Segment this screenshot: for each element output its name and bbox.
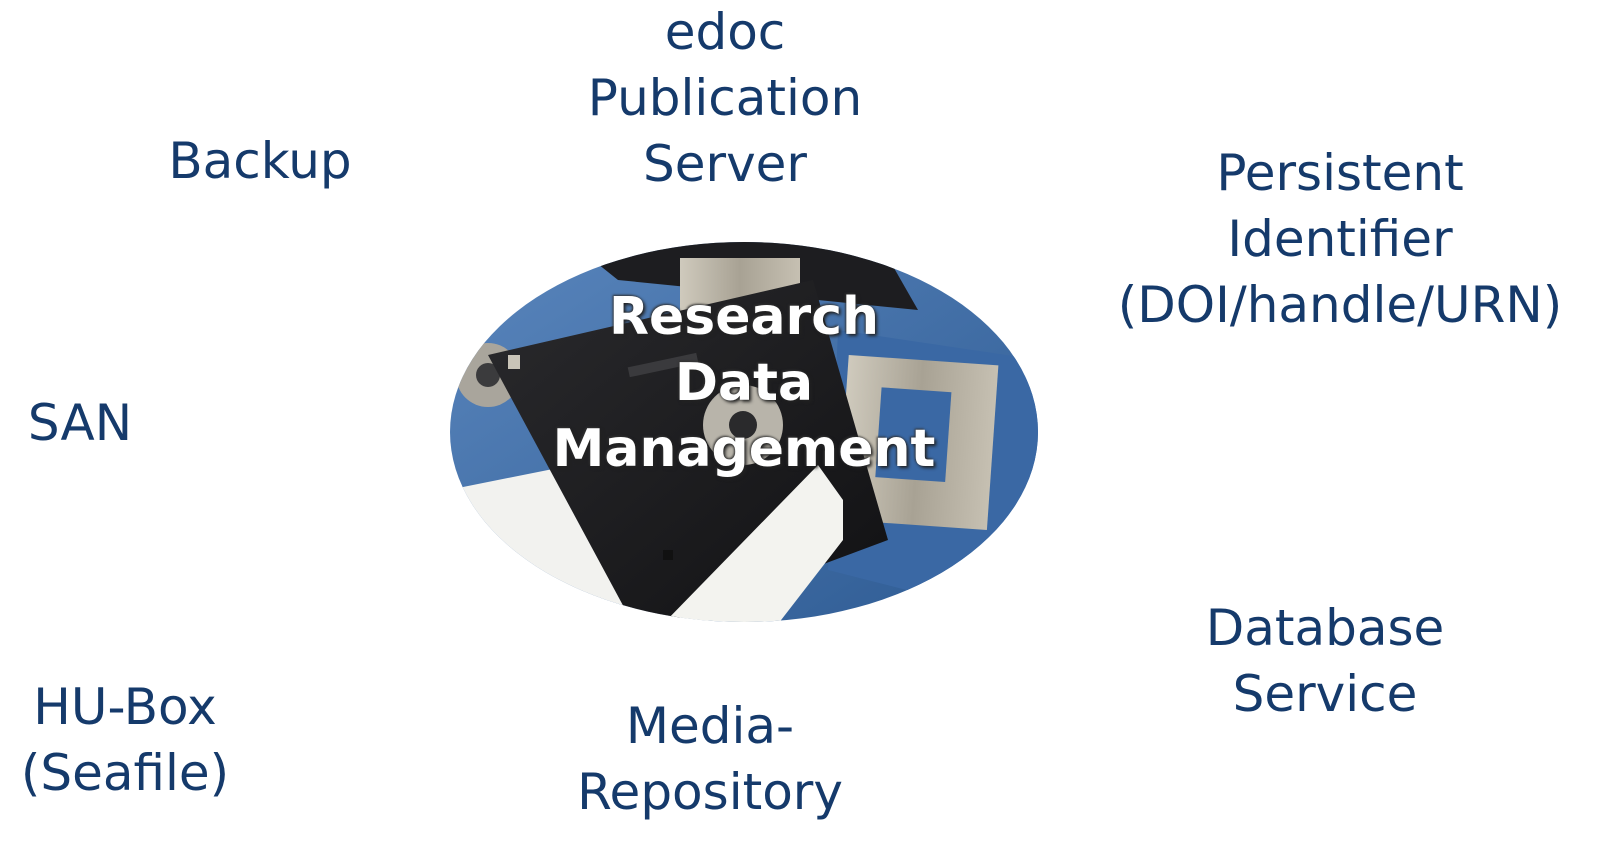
center-title-line: Data [674,353,814,413]
node-persistent-identifier: Persistent Identifier (DOI/handle/URN) [1080,140,1600,338]
node-san: SAN [15,390,145,456]
node-database-service: Database Service [1175,595,1475,727]
node-hubox-line: (Seafile) [20,744,230,802]
node-media-line: Repository [577,763,843,821]
center-title-line: Management [552,419,936,479]
node-backup: Backup [150,128,370,194]
node-media-line: Media- [625,697,795,755]
node-pid-line: (DOI/handle/URN) [1117,276,1563,334]
node-edoc-line: Publication [587,69,863,127]
node-san-line: SAN [27,394,133,452]
node-database-line: Service [1232,665,1418,723]
node-edoc-publication-server: edoc Publication Server [565,0,885,197]
node-database-line: Database [1205,599,1445,657]
node-media-repository: Media- Repository [560,693,860,825]
center-title: Research Data Management [448,284,1040,482]
node-hubox-line: HU-Box [33,678,217,736]
node-hu-box: HU-Box (Seafile) [0,674,250,806]
node-edoc-line: edoc [664,3,786,61]
node-pid-line: Persistent [1216,144,1464,202]
center-title-line: Research [608,287,880,347]
floppy-disks-image [450,242,1038,622]
node-edoc-line: Server [643,135,807,193]
node-pid-line: Identifier [1227,210,1453,268]
node-backup-line: Backup [168,132,352,190]
